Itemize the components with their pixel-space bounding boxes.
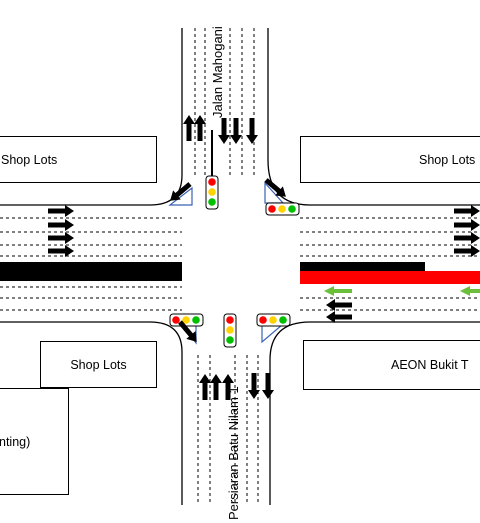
shop-lots-nw-label: Shop Lots	[1, 152, 58, 167]
median-east-red	[300, 271, 480, 284]
block-arrow-icon	[454, 245, 480, 257]
shop-lots-sw: Shop Lots	[40, 341, 157, 388]
block-arrow-icon	[246, 118, 258, 144]
block-arrow-icon	[48, 245, 74, 257]
block-arrow-icon	[166, 179, 194, 206]
block-arrow-icon	[454, 219, 480, 231]
traffic-light-icon	[223, 313, 237, 348]
road-label-east-text: Jalan	[451, 258, 480, 272]
building-sw: nting)	[0, 388, 69, 495]
traffic-light-icon	[169, 313, 204, 327]
lane-markings-west	[0, 217, 182, 311]
block-arrow-icon	[218, 118, 230, 144]
block-arrow-icon	[230, 118, 242, 144]
block-arrow-icon	[324, 286, 352, 296]
lane-markings-east	[300, 217, 480, 311]
block-arrow-icon	[262, 373, 274, 399]
road-label-south: Persiaran Batu Nilam 1	[226, 386, 241, 520]
aeon-building: AEON Bukit T	[303, 340, 480, 390]
shop-lots-nw: Shop Lots	[0, 136, 157, 183]
block-arrow-icon	[183, 115, 195, 141]
road-edge-se	[269, 321, 480, 505]
block-arrow-icon	[210, 374, 222, 400]
building-sw-label: nting)	[0, 434, 31, 449]
traffic-light-icon	[256, 313, 291, 327]
block-arrow-icon	[326, 299, 352, 311]
lane-markings-north	[194, 28, 255, 178]
block-arrow-icon	[326, 311, 352, 323]
traffic-light-icon	[265, 202, 300, 216]
block-arrow-icon	[48, 205, 74, 217]
block-arrow-icon	[454, 232, 480, 244]
block-arrow-icon	[48, 219, 74, 231]
road-label-north-text: Jalan Mahogani	[210, 26, 225, 118]
shop-lots-sw-label: Shop Lots	[70, 357, 127, 372]
shop-lots-ne: Shop Lots	[300, 136, 480, 183]
block-arrow-icon	[48, 232, 74, 244]
block-arrow-icon	[199, 374, 211, 400]
block-arrow-icon	[194, 115, 206, 141]
median-west	[0, 262, 182, 281]
road-edge-sw	[0, 321, 183, 505]
median-east-black	[300, 262, 425, 271]
road-label-east: Jalan	[451, 258, 480, 272]
road-label-north: Jalan Mahogani	[210, 26, 225, 118]
block-arrow-icon	[454, 205, 480, 217]
lane-markings-south	[197, 355, 259, 505]
road-label-south-text: Persiaran Batu Nilam 1	[226, 386, 241, 520]
triangle-island-icon	[168, 186, 193, 206]
aeon-label: AEON Bukit T	[391, 358, 469, 372]
shop-lots-ne-label: Shop Lots	[419, 152, 476, 167]
block-arrow-icon	[460, 286, 480, 296]
traffic-light-icon	[205, 175, 219, 210]
block-arrow-icon	[262, 175, 290, 202]
